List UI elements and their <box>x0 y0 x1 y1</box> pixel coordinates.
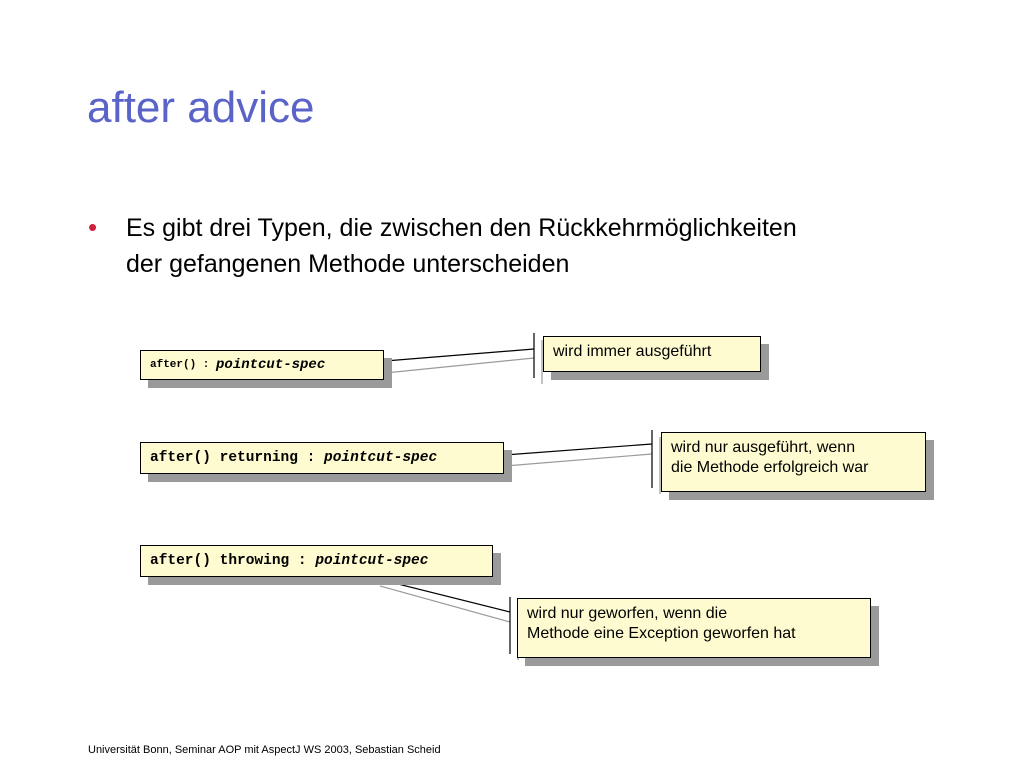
note-returning-line-1: wird nur ausgeführt, wenn <box>671 439 856 456</box>
code-returning-spec: pointcut-spec <box>324 450 438 466</box>
bullet-text: Es gibt drei Typen, die zwischen den Rüc… <box>126 210 926 282</box>
code-throwing-keyword: after() throwing : <box>150 553 316 569</box>
code-box-after: after() : pointcut-spec <box>140 350 384 380</box>
note-throwing-line-2: Methode eine Exception geworfen hat <box>527 625 796 642</box>
code-box-after-returning: after() returning : pointcut-spec <box>140 442 504 474</box>
code-returning-keyword: after() returning : <box>150 450 325 466</box>
code-after-keyword: after() : <box>150 359 217 371</box>
slide-title: after advice <box>87 83 315 132</box>
bullet-line-2: der gefangenen Methode unterscheiden <box>126 250 570 278</box>
note-returning-line-2: die Methode erfolgreich war <box>671 459 869 476</box>
bullet-dot-icon: • <box>88 212 98 242</box>
note-box-returning: wird nur ausgeführt, wenn die Methode er… <box>661 432 926 492</box>
note-box-always: wird immer ausgeführt <box>543 336 761 372</box>
note-always-line-1: wird immer ausgeführt <box>553 343 712 360</box>
code-throwing-spec: pointcut-spec <box>315 553 429 569</box>
note-throwing-line-1: wird nur geworfen, wenn die <box>527 605 728 622</box>
note-box-throwing: wird nur geworfen, wenn die Methode eine… <box>517 598 871 658</box>
code-box-after-throwing: after() throwing : pointcut-spec <box>140 545 493 577</box>
bullet-line-1: Es gibt drei Typen, die zwischen den Rüc… <box>126 214 797 242</box>
slide-footer: Universität Bonn, Seminar AOP mit Aspect… <box>88 744 441 756</box>
code-after-spec: pointcut-spec <box>216 357 326 373</box>
